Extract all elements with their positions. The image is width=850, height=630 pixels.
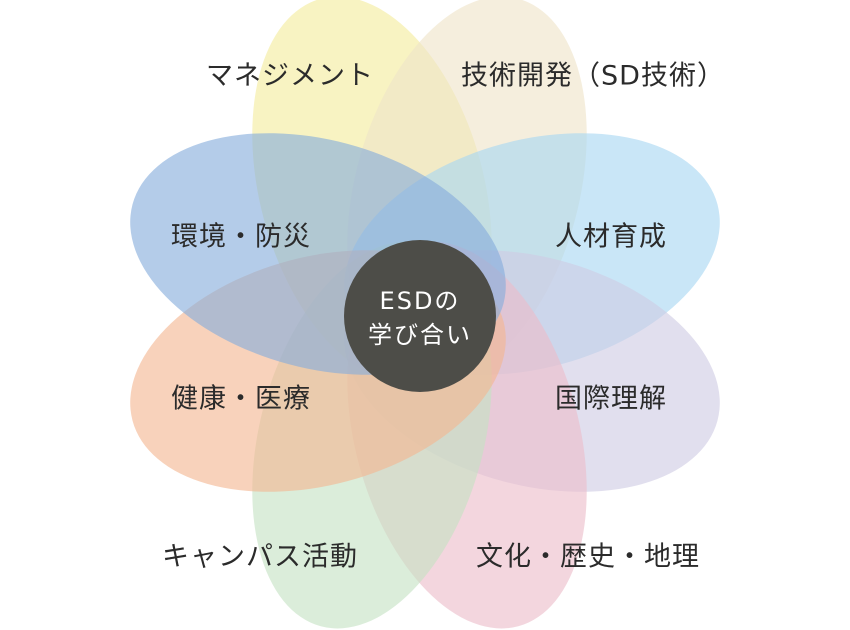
center-circle <box>344 240 496 392</box>
label-environment-disaster: 環境・防災 <box>171 222 311 253</box>
label-health-medical: 健康・医療 <box>171 384 311 415</box>
center-label-line2: 学び合い <box>368 321 472 349</box>
label-human-resources: 人材育成 <box>555 222 667 253</box>
label-management: マネジメント <box>206 61 374 92</box>
label-culture-history-geography: 文化・歴史・地理 <box>476 542 700 573</box>
petal-labels-group: マネジメント 技術開発（SD技術） 人材育成 国際理解 文化・歴史・地理 キャン… <box>162 61 725 573</box>
center-label-line1: ESDの <box>380 287 461 315</box>
label-campus-activities: キャンパス活動 <box>162 542 358 573</box>
label-tech-development: 技術開発（SD技術） <box>461 61 725 92</box>
label-international-understanding: 国際理解 <box>555 384 667 415</box>
